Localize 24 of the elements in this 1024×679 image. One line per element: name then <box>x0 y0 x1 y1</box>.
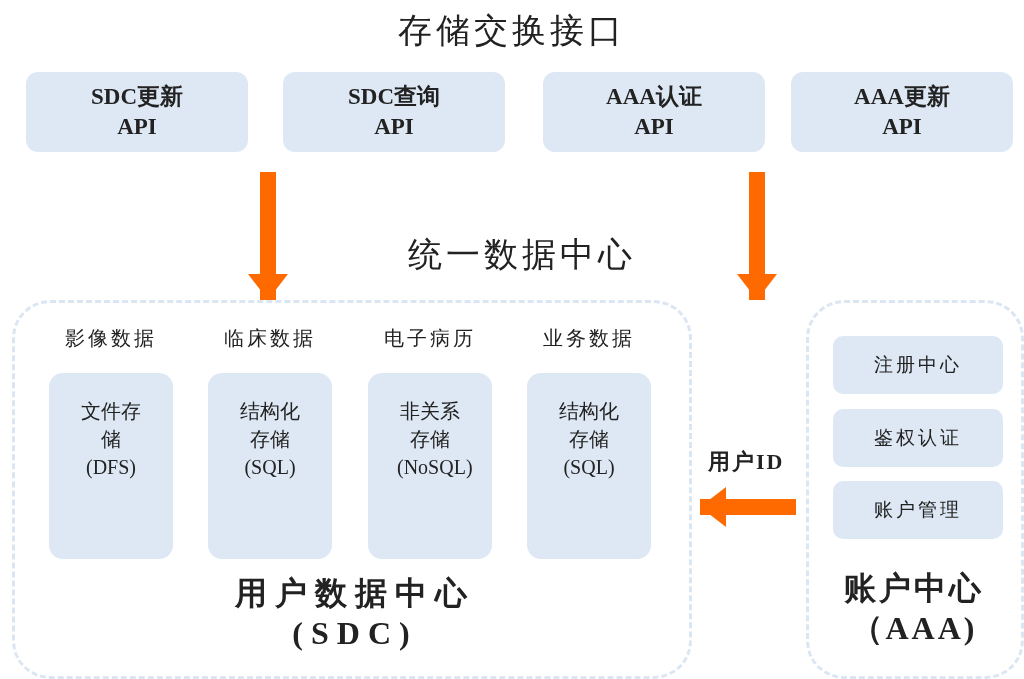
column-heading: 电子病历 <box>383 326 477 351</box>
api-box: SDC更新 API <box>26 72 248 152</box>
arrow <box>737 172 777 300</box>
api-box: AAA更新 API <box>791 72 1013 152</box>
panel-title: 账户中心（AAA) <box>843 569 985 648</box>
panel-title: 用户数据中心 (SDC) <box>234 574 476 653</box>
function-box: 注册中心 <box>833 336 1003 394</box>
heading: 存储交换接口 <box>397 11 627 51</box>
arrow <box>248 172 288 300</box>
storage-box: 结构化存储(SQL) <box>208 373 332 559</box>
storage-box: 结构化存储(SQL) <box>527 373 651 559</box>
storage-box: 文件存储(DFS) <box>49 373 173 559</box>
storage-box: 非关系存储(NoSQL) <box>368 373 492 559</box>
function-box: 鉴权认证 <box>833 409 1003 467</box>
column-heading: 业务数据 <box>542 326 636 351</box>
column-heading: 影像数据 <box>64 326 158 351</box>
api-box: SDC查询 API <box>283 72 505 152</box>
column-heading: 临床数据 <box>223 326 317 351</box>
api-box: AAA认证 API <box>543 72 765 152</box>
dashed-panel <box>806 300 1024 679</box>
function-box: 账户管理 <box>833 481 1003 539</box>
arrow <box>700 487 796 527</box>
dashed-panel <box>12 300 692 679</box>
heading: 统一数据中心 <box>407 235 637 275</box>
